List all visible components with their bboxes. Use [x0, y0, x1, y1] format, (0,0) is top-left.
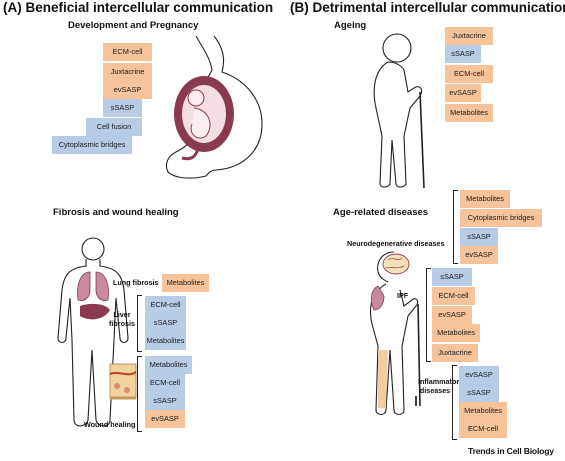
tag-ipf-juxtacrine: Juxtacrine	[432, 344, 478, 362]
tag-ageing-ecm-cell: ECM-cell	[445, 65, 493, 83]
panel-a-title: (A) Beneficial intercellular communicati…	[3, 0, 274, 15]
tag-inflam-ecm-cell: ECM-cell	[459, 420, 507, 438]
wound-bracket	[137, 356, 142, 432]
tag-ipf-evsasp: evSASP	[432, 306, 472, 324]
tag-liver-metabolites: Metabolites	[145, 332, 186, 350]
inflammatory-label: Inflammatory diseases	[418, 377, 464, 395]
tag-ageing-evsasp: evSASP	[445, 84, 481, 102]
tag-ipf-ecm-cell: ECM-cell	[432, 287, 475, 305]
lung-icon	[77, 271, 109, 301]
ipf-bracket	[426, 268, 431, 362]
uterus-fetus-icon	[174, 76, 234, 161]
panel-b-title: (B) Detrimental intercellular communicat…	[290, 0, 565, 15]
tag-cell-fusion: Cell fusion	[86, 118, 142, 136]
elderly-person-illustration	[373, 33, 425, 189]
tag-evsasp: evSASP	[103, 81, 152, 99]
tag-ageing-ssasp: sSASP	[445, 45, 481, 63]
tag-neuro-cytoplasmic-bridges: Cytoplasmic bridges	[460, 209, 542, 227]
tag-ageing-metabolites: Metabolites	[445, 104, 493, 122]
tag-inflam-evsasp: evSASP	[459, 366, 499, 384]
inflamed-leg-icon	[378, 350, 388, 408]
tag-ecm-cell: ECM-cell	[103, 43, 152, 61]
tag-wound-metabolites: Metabolites	[145, 356, 192, 374]
journal-credit: Trends in Cell Biology	[468, 446, 554, 456]
tag-wound-evsasp: evSASP	[145, 410, 185, 428]
tag-ageing-juxtacrine: Juxtacrine	[445, 27, 493, 45]
tag-neuro-ssasp: sSASP	[460, 228, 498, 246]
development-title: Development and Pregnancy	[68, 20, 199, 31]
lung-fibrosis-label: Lung fibrosis	[113, 278, 159, 287]
skin-wound-icon	[109, 363, 137, 400]
tag-ipf-metabolites: Metabolites	[432, 324, 480, 342]
liver-icon	[80, 303, 110, 320]
tag-neuro-evsasp: evSASP	[460, 246, 498, 264]
fibrosis-title: Fibrosis and wound healing	[53, 207, 179, 218]
liver-bracket	[137, 295, 142, 352]
tag-wound-ecm-cell: ECM-cell	[145, 374, 185, 392]
tag-cytoplasmic-bridges: Cytoplasmic bridges	[52, 136, 132, 154]
tag-inflam-ssasp: sSASP	[459, 384, 499, 402]
tag-inflam-metabolites: Metabolites	[459, 402, 507, 420]
tag-wound-ssasp: sSASP	[145, 392, 185, 410]
age-related-title: Age-related diseases	[333, 207, 429, 218]
liver-fibrosis-label: Liver fibrosis	[109, 310, 135, 328]
wound-healing-label: Wound healing	[84, 420, 136, 429]
tag-juxtacrine: Juxtacrine	[103, 63, 152, 81]
ageing-title: Ageing	[334, 20, 367, 31]
tag-liver-ecm-cell: ECM-cell	[145, 296, 186, 314]
tag-ssasp: sSASP	[103, 99, 142, 117]
neuro-bracket	[453, 190, 458, 264]
tag-lung-metabolites: Metabolites	[162, 274, 209, 292]
diseased-elderly-illustration	[369, 251, 421, 416]
human-body-illustration	[57, 237, 129, 427]
tag-ipf-ssasp: sSASP	[432, 268, 472, 286]
tag-neuro-metabolites: Metabolites	[460, 190, 510, 208]
lung-disease-icon	[370, 285, 385, 311]
inflammatory-bracket	[452, 365, 457, 440]
tag-liver-ssasp: sSASP	[145, 314, 186, 332]
neuro-label: Neurodegenerative diseases	[347, 239, 445, 248]
ipf-label: IPF	[397, 291, 409, 300]
brain-icon	[382, 253, 410, 275]
